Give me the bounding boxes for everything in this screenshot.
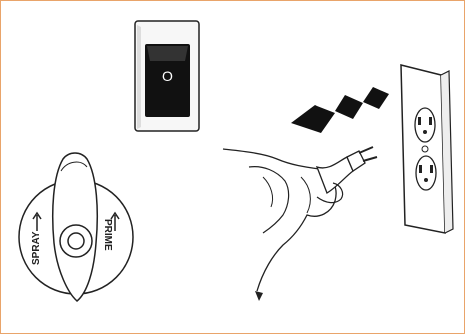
wall-outlet-icon bbox=[400, 64, 454, 234]
motion-arrow-icon bbox=[291, 87, 389, 133]
hand-unplugging-cord-icon bbox=[222, 146, 378, 301]
spray-label: SPRAY bbox=[31, 231, 42, 265]
switch-off-symbol: O bbox=[162, 68, 173, 84]
prime-spray-valve-icon: SPRAY PRIME bbox=[18, 152, 134, 302]
rocker-switch-icon: O bbox=[134, 20, 200, 132]
prime-label: PRIME bbox=[102, 219, 113, 251]
